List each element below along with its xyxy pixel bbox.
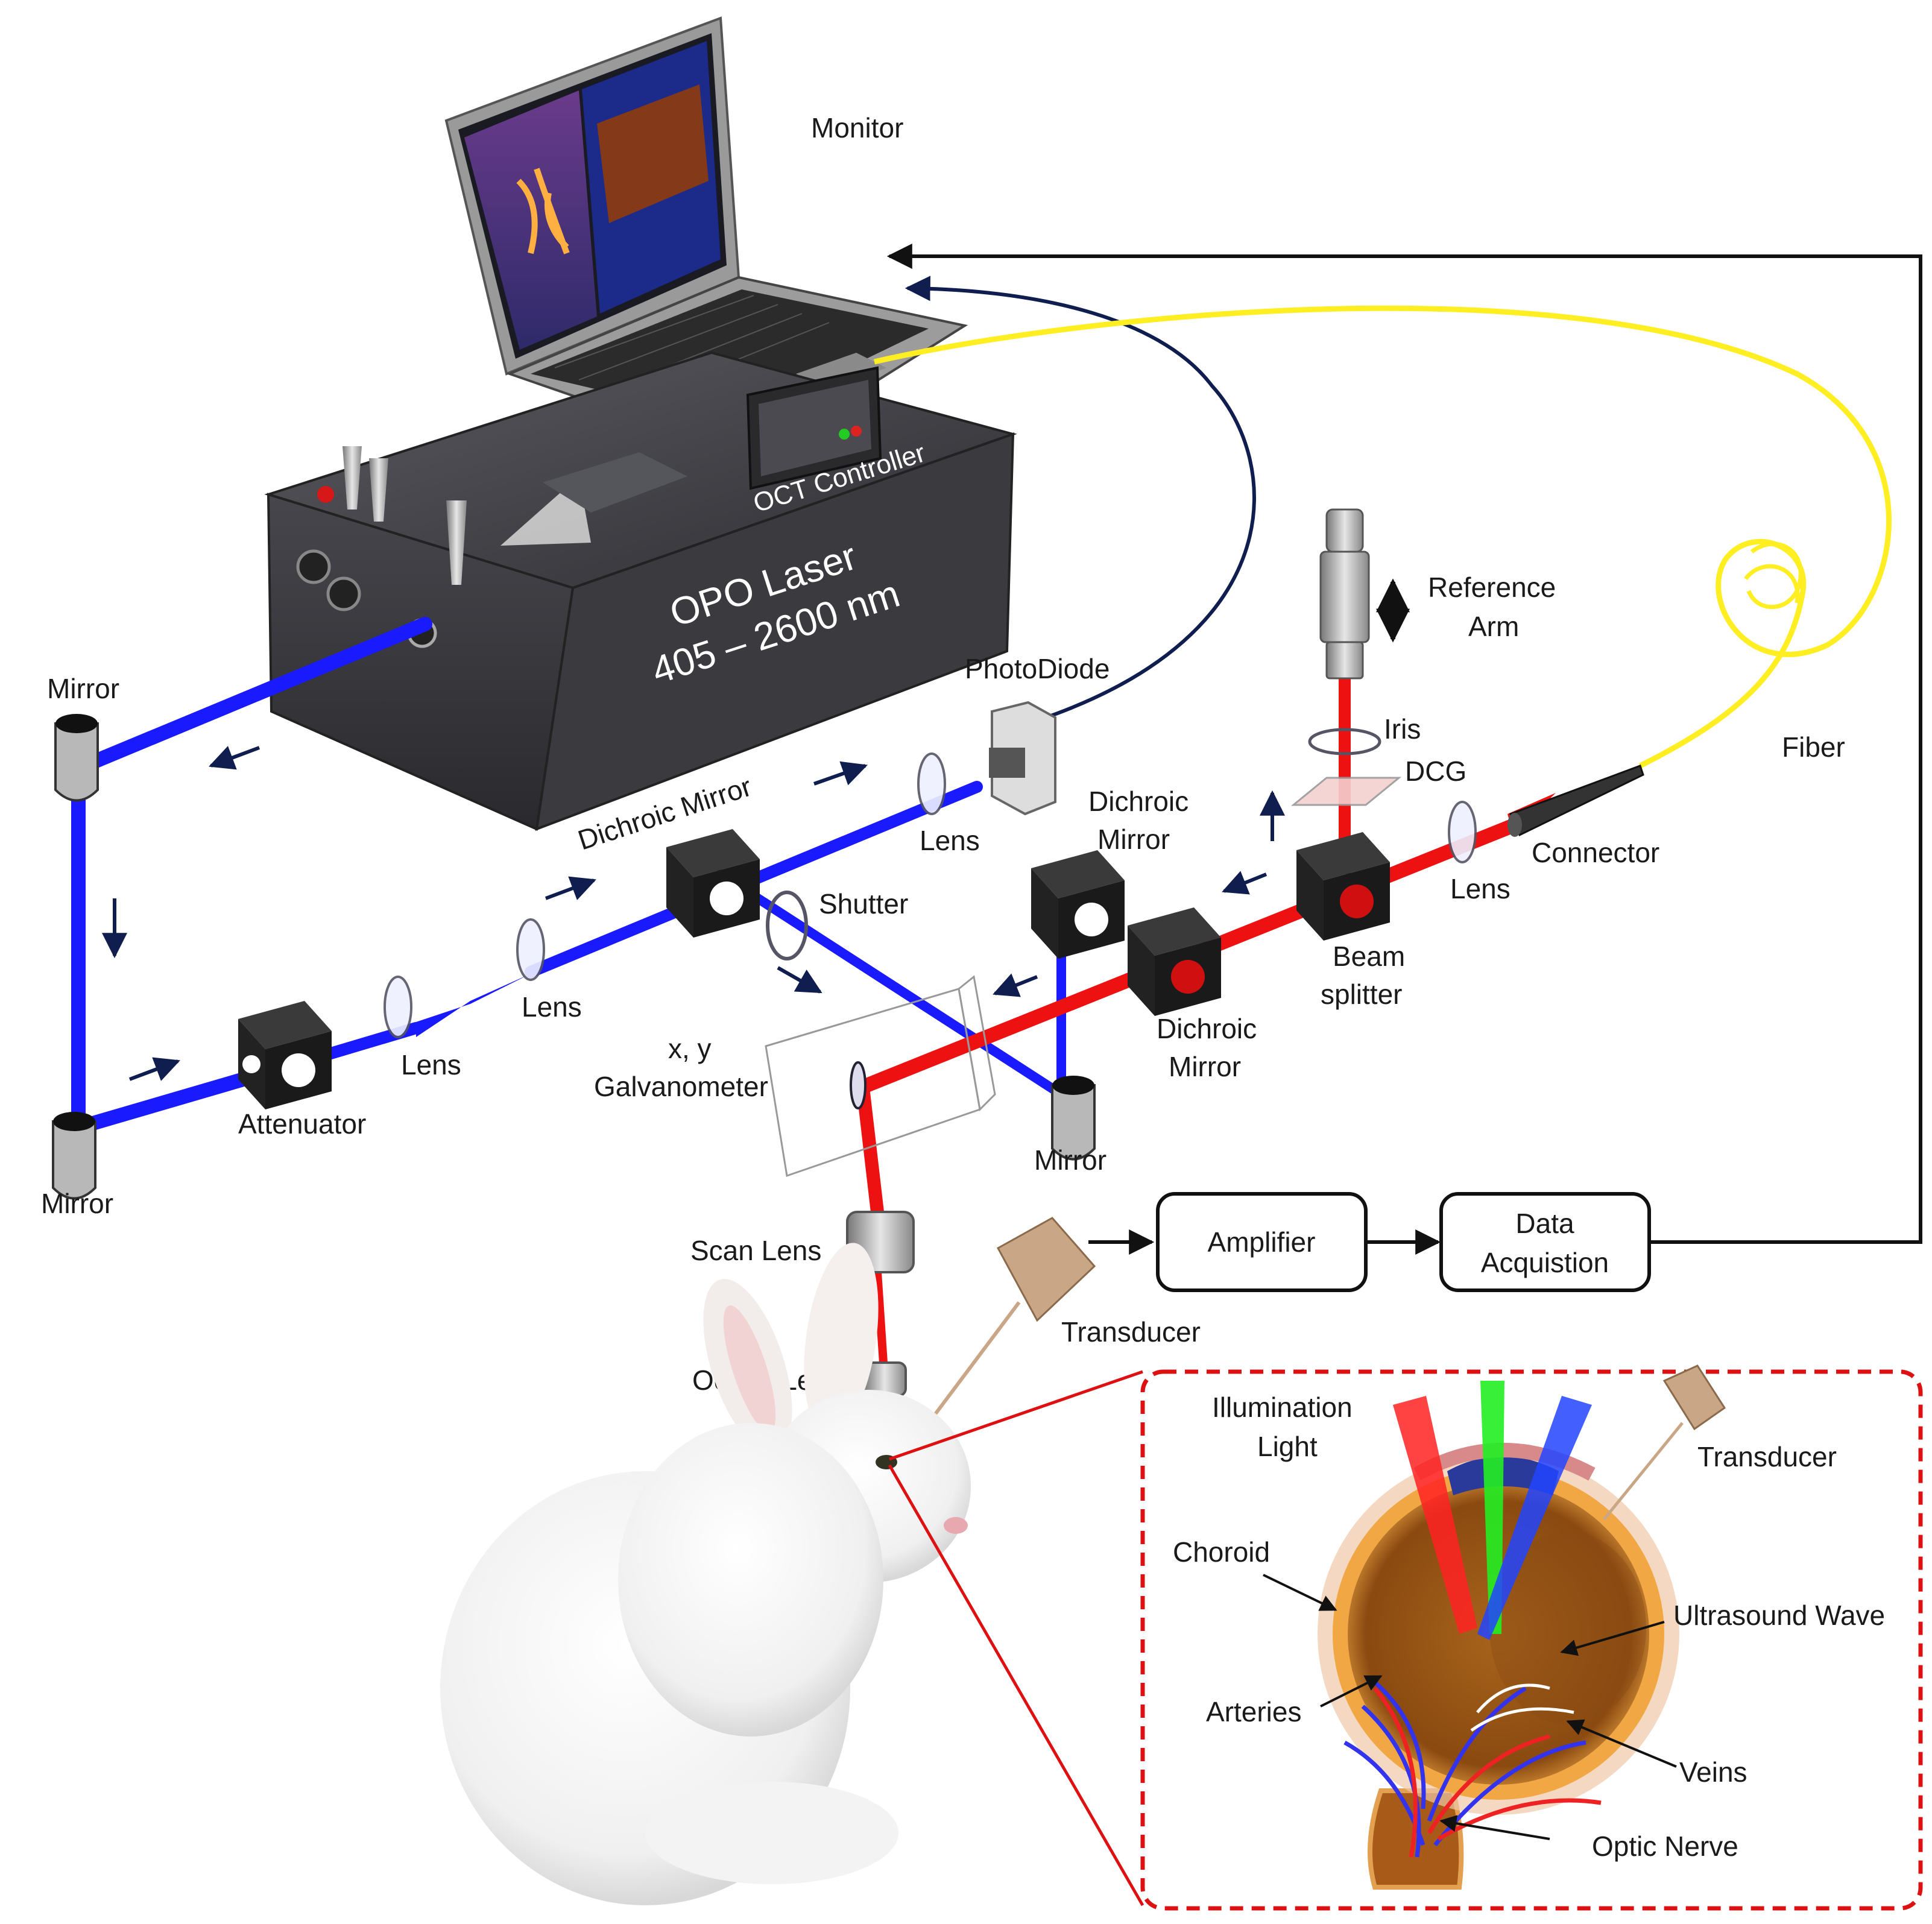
inset-label-veins: Veins — [1679, 1756, 1747, 1788]
label-attenuator: Attenuator — [238, 1108, 366, 1140]
label-dichroic-3-l2: Mirror — [1169, 1051, 1241, 1082]
iris — [1308, 728, 1381, 755]
label-scan-lens: Scan Lens — [690, 1235, 821, 1266]
label-mirror-top: Mirror — [47, 673, 119, 704]
fiber-cable — [873, 305, 1892, 769]
shutter — [766, 891, 808, 960]
inset-transducer — [1603, 1364, 1726, 1521]
zoom-lines — [888, 1370, 1144, 1907]
inset-label-ultrasound: Ultrasound Wave — [1673, 1600, 1885, 1631]
label-lens-4: Lens — [1450, 873, 1511, 904]
label-beam-l1: Beam — [1333, 941, 1405, 972]
screen-3d-vessels — [464, 90, 597, 350]
dcg — [1290, 777, 1402, 806]
label-fiber: Fiber — [1782, 731, 1845, 763]
beam-splitter — [1296, 832, 1390, 941]
mirror-right — [1051, 1076, 1096, 1161]
lens-3 — [917, 752, 946, 815]
label-amplifier: Amplifier — [1208, 1226, 1316, 1258]
inset-pointer-lines — [1263, 1574, 1677, 1840]
label-beam-l2: splitter — [1321, 979, 1402, 1010]
dichroic-mirror-3 — [1128, 907, 1221, 1016]
dichroic-mirror-1 — [666, 829, 760, 938]
connector — [1507, 765, 1644, 837]
label-dichroic-2-l2: Mirror — [1097, 824, 1170, 855]
label-galvo-l1: x, y — [668, 1033, 712, 1064]
inset-label-transducer: Transducer — [1697, 1441, 1837, 1472]
mirror-bottom — [52, 1112, 96, 1200]
dichroic-mirror-2 — [1031, 850, 1125, 959]
illumination-beams — [1393, 1381, 1592, 1640]
label-lens-1: Lens — [401, 1049, 461, 1080]
inset-label-illumination-l1: Illumination — [1212, 1392, 1353, 1423]
daq-to-laptop-line — [886, 244, 1922, 1244]
daq-box — [1439, 1192, 1651, 1292]
photodiode — [989, 701, 1056, 816]
label-shutter: Shutter — [819, 888, 908, 919]
label-lens-2: Lens — [522, 991, 582, 1023]
label-galvo-l2: Galvanometer — [594, 1071, 768, 1102]
label-lens-3: Lens — [920, 825, 980, 856]
label-transducer: Transducer — [1061, 1316, 1201, 1348]
lens-4 — [1448, 801, 1477, 863]
label-monitor: Monitor — [811, 112, 903, 144]
galvanometer — [765, 975, 996, 1177]
opo-knobs — [317, 446, 467, 585]
label-mirror-right: Mirror — [1034, 1144, 1106, 1176]
rabbit-subject — [440, 1243, 971, 1905]
mirror-top — [54, 714, 99, 802]
inset-label-illumination-l2: Light — [1257, 1431, 1318, 1462]
inset-label-arteries: Arteries — [1206, 1696, 1301, 1727]
inset-label-choroid: Choroid — [1173, 1536, 1270, 1568]
label-dichroic-3-l1: Dichroic — [1157, 1013, 1257, 1044]
label-dcg: DCG — [1405, 755, 1466, 787]
label-daq-l2: Acquistion — [1481, 1247, 1609, 1278]
lens-2 — [516, 918, 545, 981]
label-reference-l2: Arm — [1468, 611, 1519, 642]
beam-direction-arrows — [102, 746, 1285, 1081]
label-mirror-bottom: Mirror — [41, 1188, 113, 1219]
retinal-vessels — [1343, 1680, 1602, 1858]
reference-arm — [1319, 508, 1370, 680]
label-photodiode: PhotoDiode — [965, 653, 1110, 684]
label-dichroic-2-l1: Dichroic — [1088, 786, 1189, 817]
transducer-probe — [927, 1217, 1096, 1424]
inset-label-optic-nerve: Optic Nerve — [1592, 1831, 1738, 1862]
label-iris: Iris — [1384, 713, 1421, 745]
photodiode-cable — [904, 276, 1256, 722]
attenuator-cube — [238, 1001, 332, 1109]
lens-1 — [384, 976, 412, 1038]
oct-controller — [746, 366, 882, 490]
label-reference-l1: Reference — [1428, 572, 1556, 603]
opo-laser — [264, 351, 1017, 831]
label-daq-l1: Data — [1515, 1208, 1574, 1239]
label-connector: Connector — [1532, 837, 1659, 868]
